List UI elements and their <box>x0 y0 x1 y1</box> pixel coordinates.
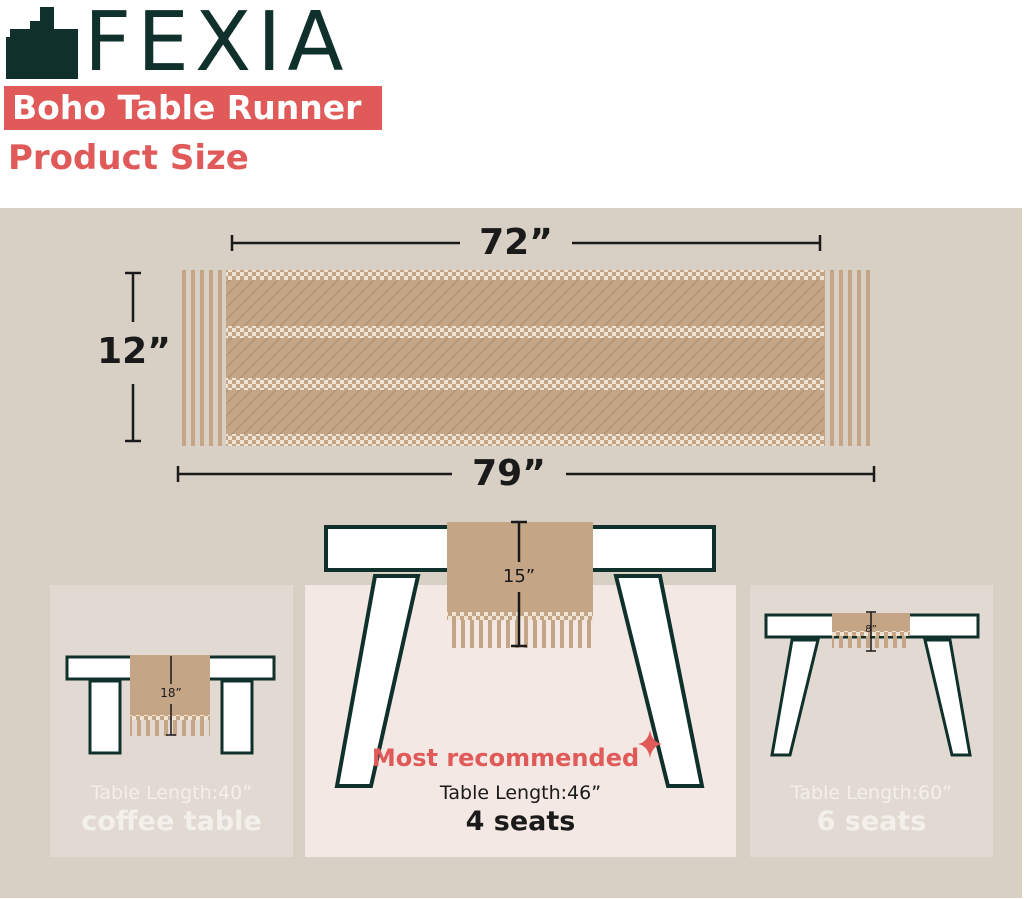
table-60-illustration <box>764 611 980 757</box>
seats-six: 6 seats <box>816 806 927 837</box>
length-dimension-line <box>230 235 822 251</box>
table-length-46: Table Length:46” <box>439 782 602 804</box>
table-length-40: Table Length:40” <box>90 782 253 804</box>
logo-mark-icon <box>6 7 78 79</box>
overhang-label-40: 18” <box>160 686 182 700</box>
total-length-label: 79” <box>472 453 546 494</box>
seats-coffee-table: coffee table <box>81 806 262 837</box>
most-recommended-label: Most recommended <box>371 744 640 772</box>
overhang-label-46: 15” <box>502 566 536 587</box>
runner-image <box>178 270 874 446</box>
width-label: 12” <box>97 331 171 372</box>
length-label: 72” <box>479 222 553 263</box>
product-name-badge: Boho Table Runner <box>4 86 382 130</box>
seats-four: 4 seats <box>465 806 576 837</box>
brand-name: FEXIA <box>84 0 350 90</box>
table-46-illustration <box>324 520 716 788</box>
overhang-label-60: 8” <box>865 624 877 635</box>
table-length-60: Table Length:60” <box>790 782 953 804</box>
brand-logo: FEXIA <box>6 0 350 90</box>
sparkle-icon <box>638 730 662 758</box>
total-length-dimension-line <box>176 466 876 482</box>
table-40-illustration <box>65 655 276 755</box>
section-title: Product Size <box>8 138 249 178</box>
width-dimension-line <box>125 271 141 443</box>
